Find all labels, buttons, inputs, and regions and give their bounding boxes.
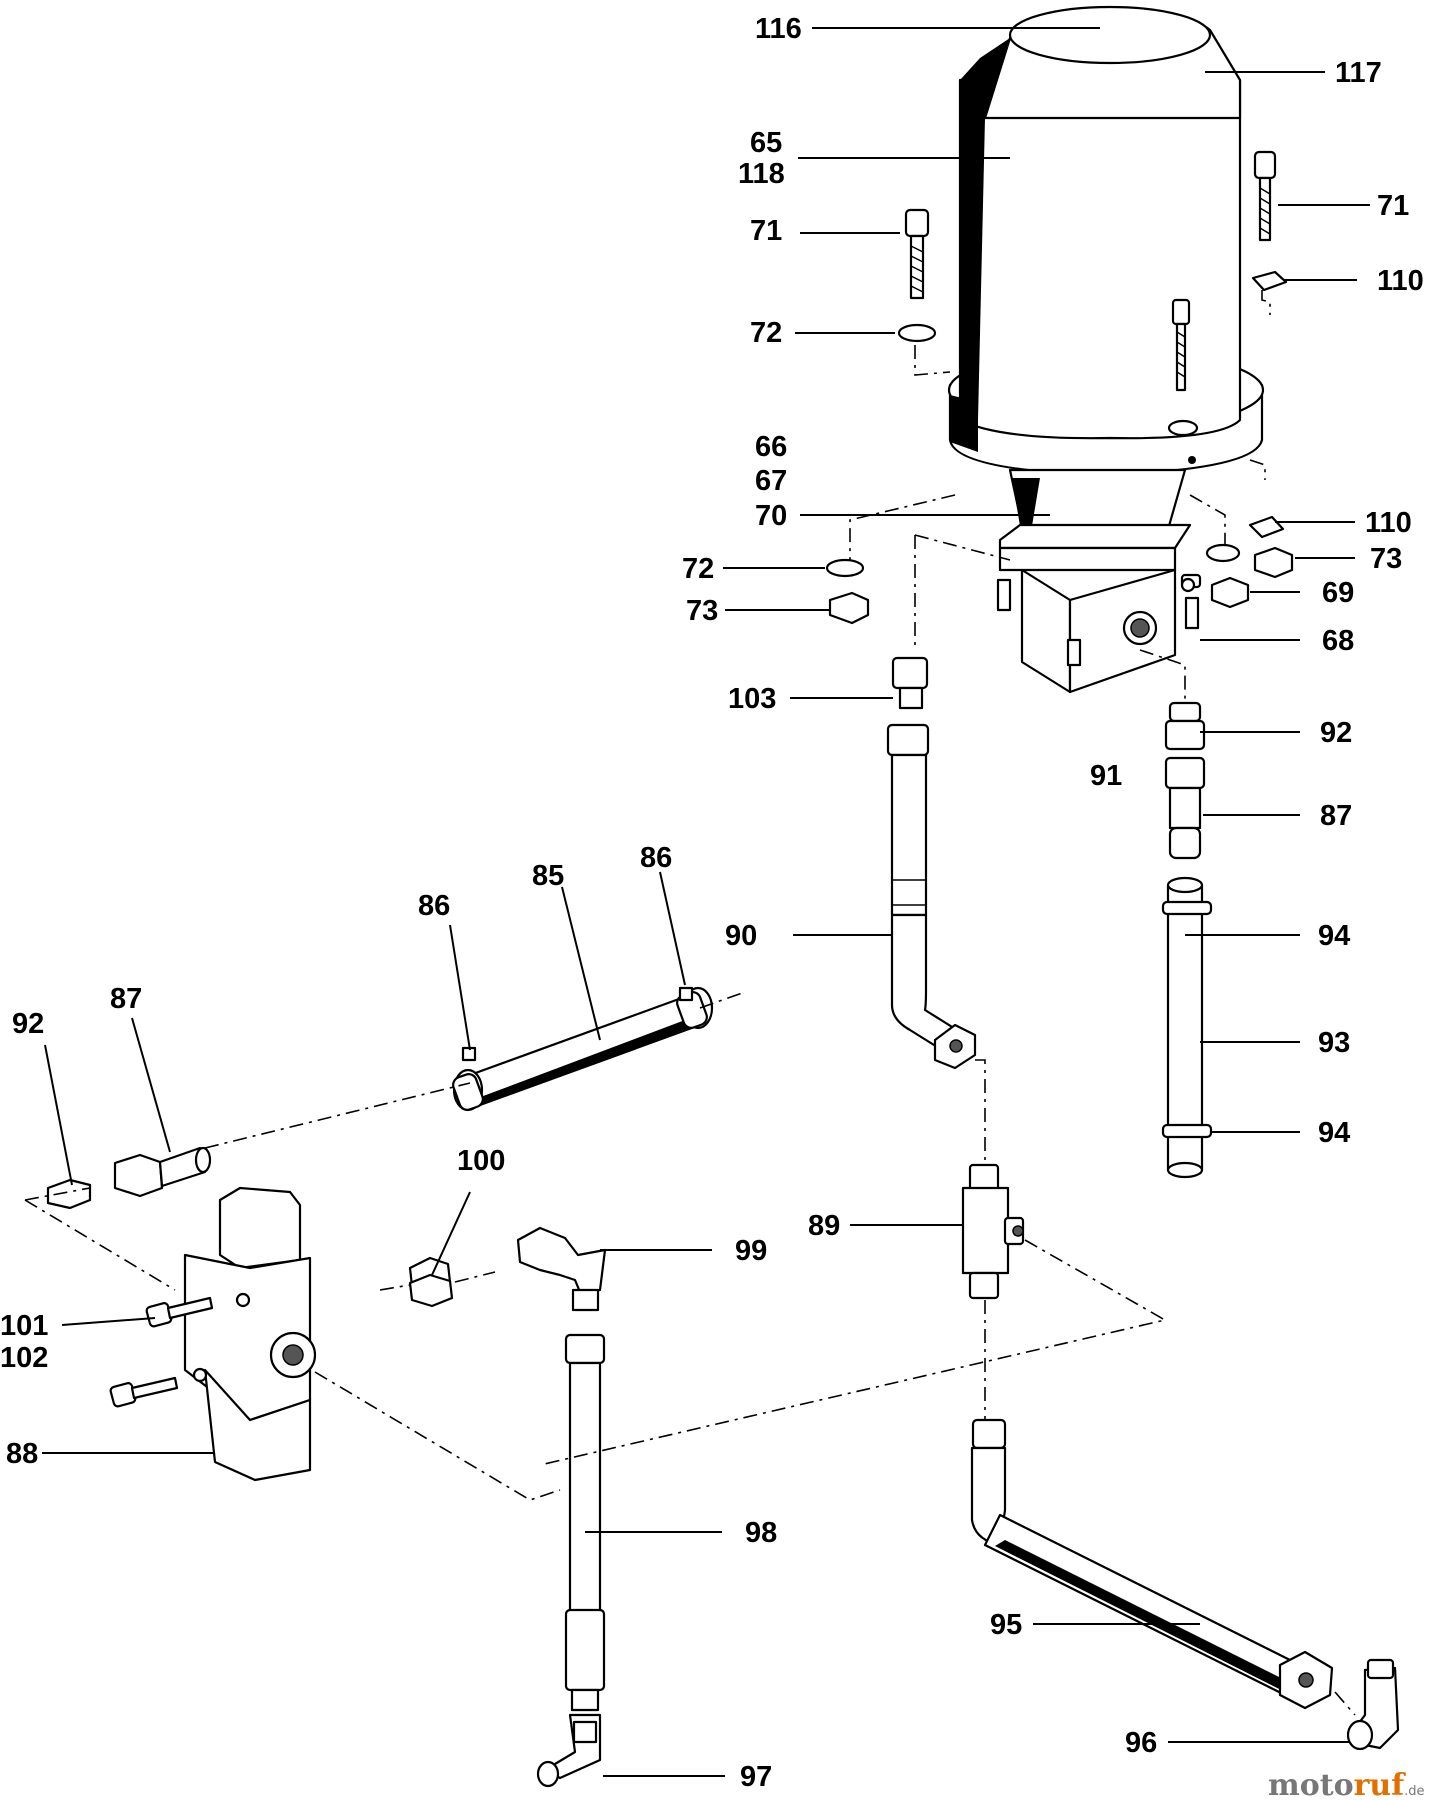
fitting-100 bbox=[408, 1273, 454, 1308]
leader-lines bbox=[42, 27, 1370, 1777]
label-66: 66 bbox=[755, 431, 787, 463]
label-118: 118 bbox=[738, 158, 785, 190]
hose-98 bbox=[408, 1226, 607, 1788]
label-90: 90 bbox=[725, 920, 757, 952]
label-93: 93 bbox=[1318, 1027, 1350, 1059]
label-71-left: 71 bbox=[750, 215, 782, 247]
fasteners-mid bbox=[825, 515, 1294, 625]
assembly-lines bbox=[24, 290, 1356, 1716]
watermark-part1: moto bbox=[1268, 1768, 1354, 1800]
hose-93 bbox=[1161, 701, 1213, 1179]
left-fittings bbox=[46, 1146, 212, 1210]
label-116: 116 bbox=[755, 13, 802, 45]
label-67: 67 bbox=[755, 465, 787, 497]
label-95: 95 bbox=[990, 1609, 1022, 1641]
label-86-right: 86 bbox=[640, 842, 672, 874]
label-94-top: 94 bbox=[1318, 920, 1350, 952]
hose-90 bbox=[886, 656, 977, 1070]
tee-89 bbox=[961, 1163, 1025, 1300]
label-71-right: 71 bbox=[1377, 190, 1409, 222]
watermark-part2: ruf bbox=[1354, 1768, 1407, 1800]
label-85: 85 bbox=[532, 860, 564, 892]
label-86-left: 86 bbox=[418, 890, 450, 922]
label-110-top: 110 bbox=[1377, 265, 1424, 297]
label-72-mid: 72 bbox=[682, 553, 714, 585]
label-73-right: 73 bbox=[1370, 543, 1402, 575]
block-91 bbox=[996, 523, 1202, 694]
tube-85 bbox=[452, 986, 714, 1112]
hose-95 bbox=[970, 1418, 1334, 1710]
label-99: 99 bbox=[735, 1235, 767, 1267]
label-92-left: 92 bbox=[12, 1008, 44, 1040]
label-117: 117 bbox=[1335, 57, 1382, 89]
label-102: 102 bbox=[0, 1342, 48, 1374]
watermark-logo: motoruf.de bbox=[1268, 1768, 1425, 1800]
label-96: 96 bbox=[1125, 1727, 1157, 1759]
label-88: 88 bbox=[6, 1438, 38, 1470]
label-91: 91 bbox=[1090, 760, 1122, 792]
label-68: 68 bbox=[1322, 625, 1354, 657]
label-69: 69 bbox=[1322, 577, 1354, 609]
bolt-71-left bbox=[897, 208, 937, 343]
label-101: 101 bbox=[0, 1310, 48, 1342]
label-103: 103 bbox=[728, 683, 776, 715]
label-98: 98 bbox=[745, 1517, 777, 1549]
label-87-right: 87 bbox=[1320, 800, 1352, 832]
svg-text:motoruf.de: motoruf.de bbox=[1268, 1768, 1425, 1800]
callout-labels: 116 117 65 118 71 71 110 72 66 67 70 110… bbox=[0, 13, 1424, 1793]
label-70: 70 bbox=[755, 500, 787, 532]
tank-assembly bbox=[947, 5, 1265, 542]
label-73-left: 73 bbox=[686, 595, 718, 627]
label-110-bottom: 110 bbox=[1365, 507, 1412, 539]
label-92-right: 92 bbox=[1320, 717, 1352, 749]
valve-88 bbox=[109, 1186, 317, 1482]
watermark-suffix: .de bbox=[1404, 1784, 1424, 1799]
label-65: 65 bbox=[750, 127, 782, 159]
label-97: 97 bbox=[740, 1761, 772, 1793]
elbow-96 bbox=[1346, 1658, 1400, 1751]
label-100: 100 bbox=[457, 1145, 505, 1177]
bolt-71-right bbox=[1251, 150, 1288, 292]
label-72-top: 72 bbox=[750, 317, 782, 349]
label-89: 89 bbox=[808, 1210, 840, 1242]
label-87-left: 87 bbox=[110, 983, 142, 1015]
label-94-bottom: 94 bbox=[1318, 1117, 1350, 1149]
